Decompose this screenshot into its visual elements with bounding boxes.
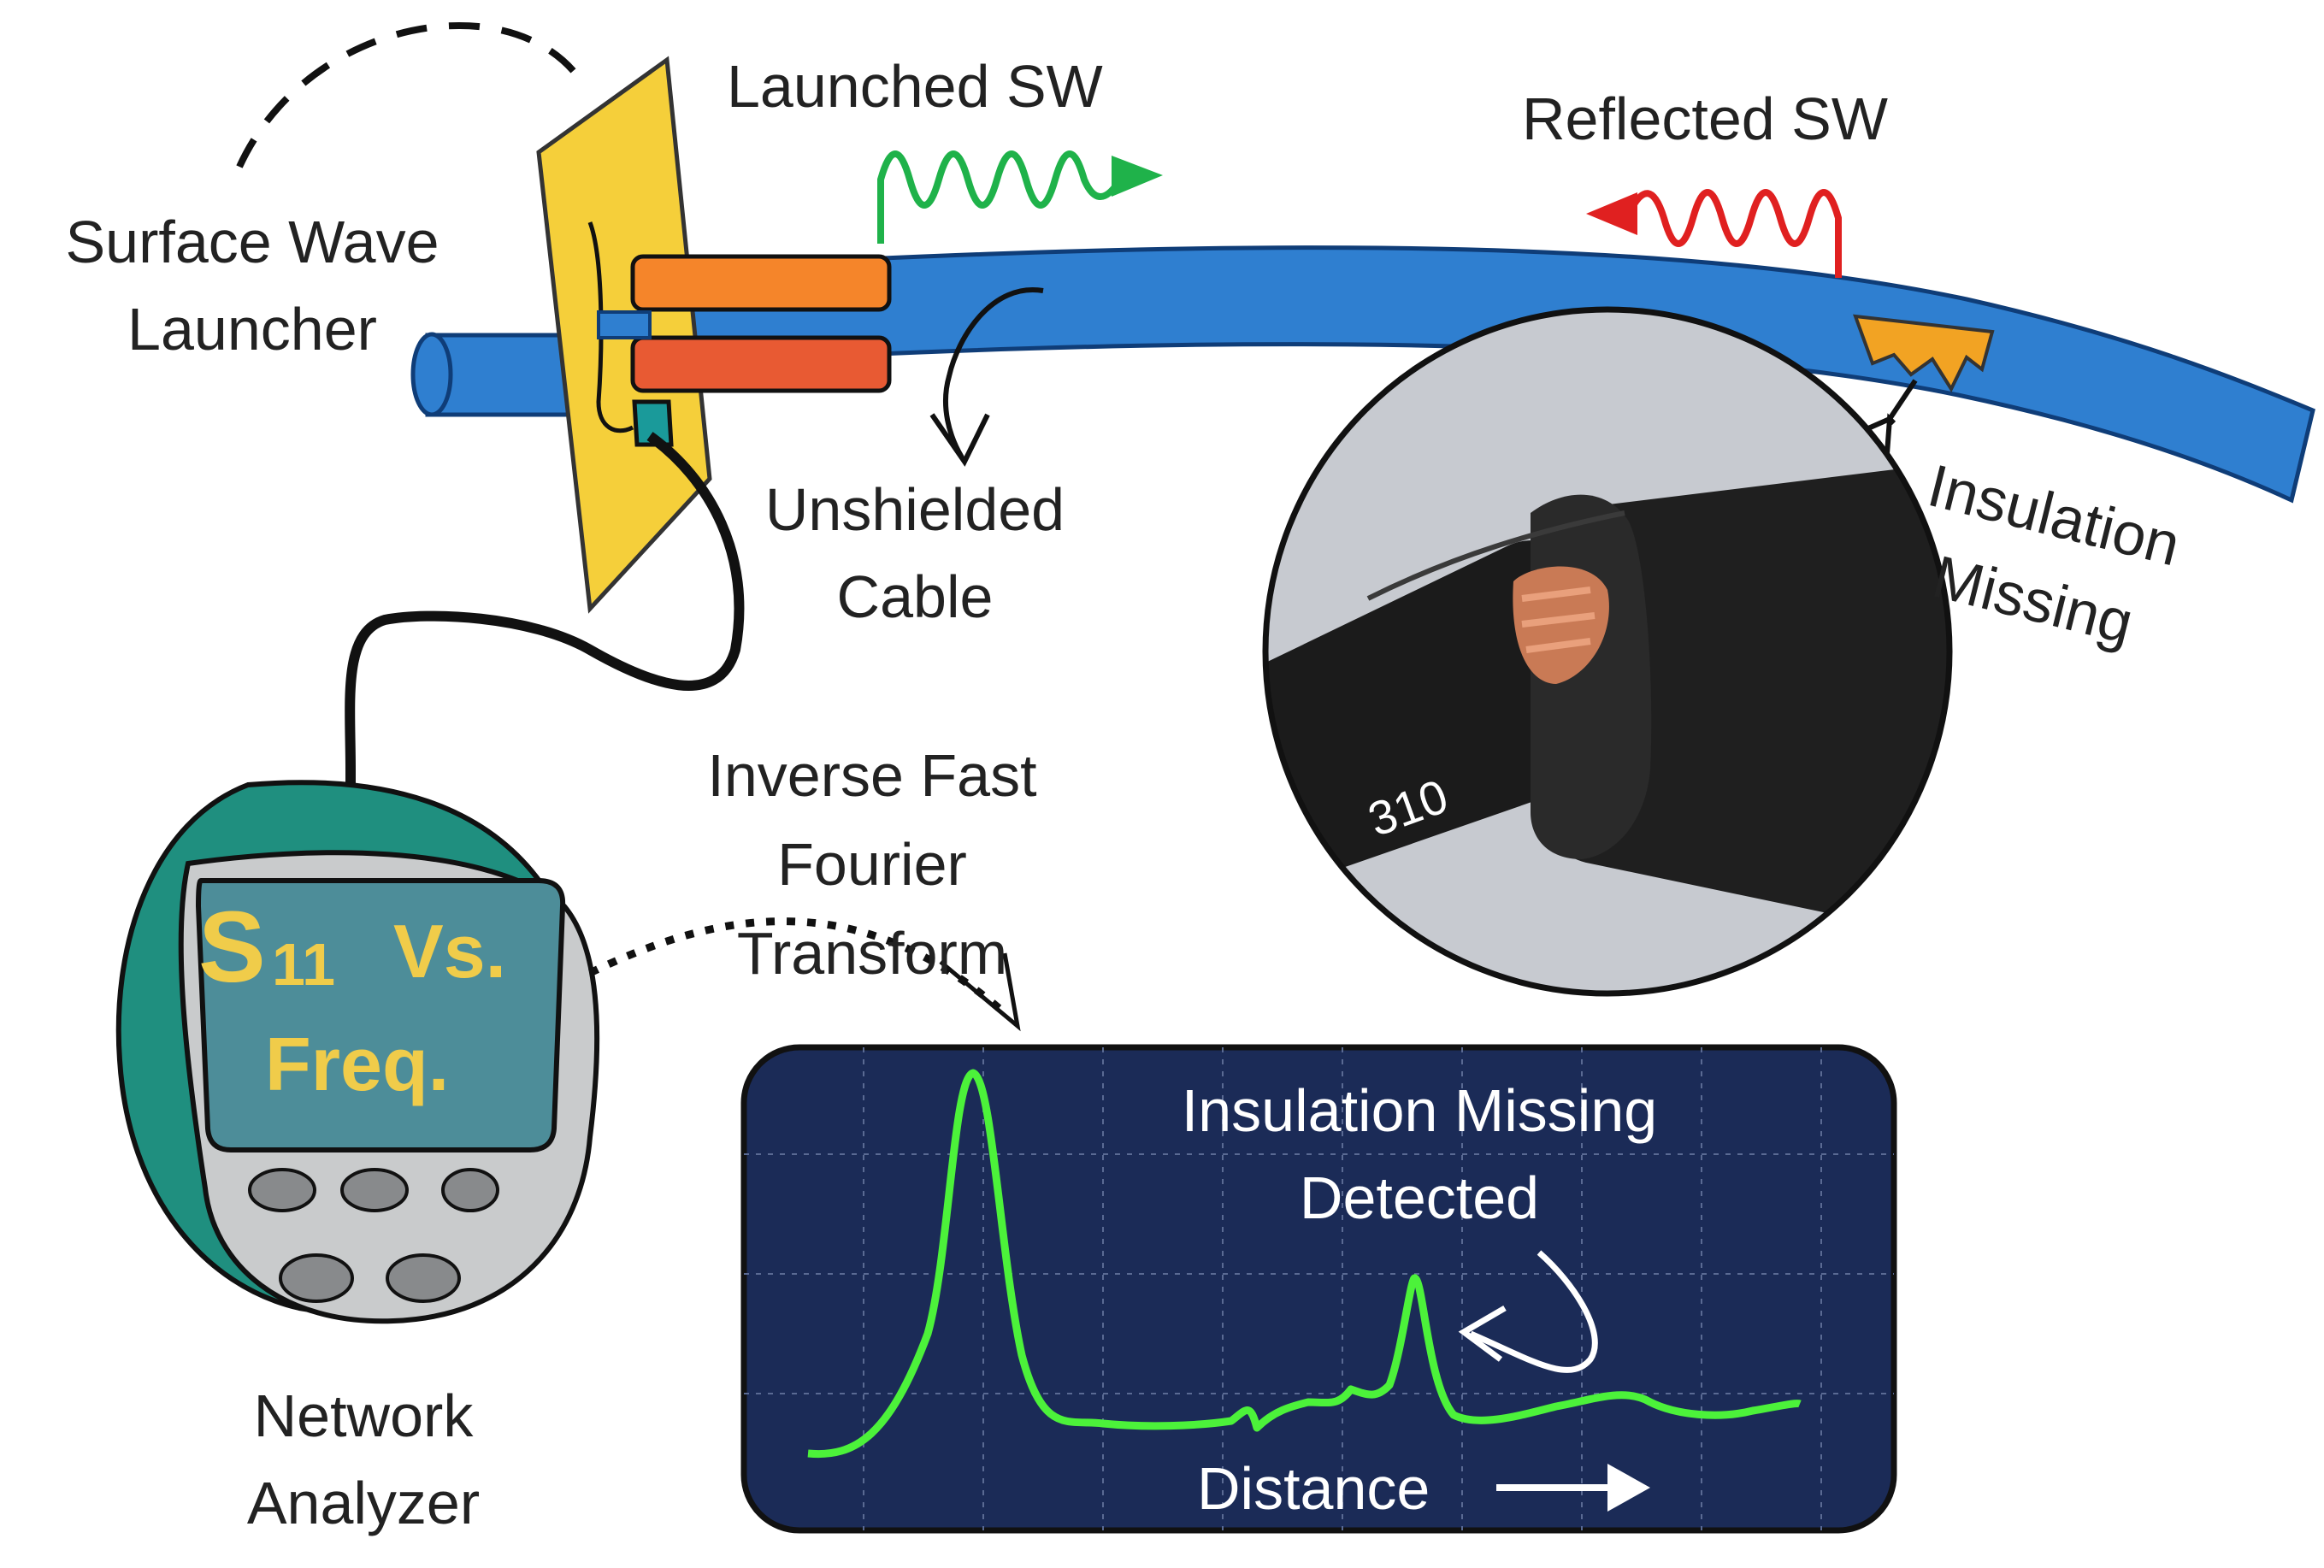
ifft-dotted-arrow: [588, 917, 1007, 1017]
ifft-label-line2: Fourier: [777, 831, 967, 898]
analyzer-label-line1: Network: [253, 1382, 474, 1449]
unshielded-label-line2: Cable: [836, 563, 994, 630]
analyzer-screen: [195, 878, 566, 1152]
plot-grid: [744, 1047, 1894, 1530]
dashed-curve-arrow: [236, 21, 585, 168]
reflected-wave-arrowhead: [1586, 192, 1637, 235]
detected-pointer-arrow: [1469, 1250, 1598, 1373]
reflected-wave: [1625, 189, 1842, 278]
launched-wave: [877, 150, 1124, 244]
reflected-sw-label: Reflected SW: [1522, 85, 1888, 152]
detected-label-line1: Insulation Missing: [1181, 1077, 1658, 1144]
unshielded-cable-label: Unshielded Cable: [727, 466, 1103, 640]
detected-label: Insulation Missing Detected: [1086, 1067, 1753, 1241]
red-conductor: [630, 335, 892, 393]
plot-trace: [807, 1069, 1802, 1459]
orange-conductor: [630, 254, 892, 312]
screen-subscript-11: 11: [272, 931, 335, 998]
screen-freq: Freq.: [265, 1022, 450, 1106]
network-analyzer-device: [115, 769, 600, 1324]
unshielded-label-line1: Unshielded: [764, 476, 1065, 543]
ifft-label-line3: Transform: [736, 920, 1008, 987]
launched-wave-arrowhead: [1112, 156, 1163, 197]
detected-label-line2: Detected: [1299, 1164, 1540, 1231]
ifft-label-line1: Inverse Fast: [707, 742, 1037, 809]
unshielded-pointer-arrow: [942, 286, 1044, 459]
photo-frame: [1262, 306, 1953, 997]
distance-label: Distance: [1197, 1455, 1430, 1522]
cable-body: [613, 245, 2315, 504]
launcher-label: Surface Wave Launcher: [13, 198, 492, 373]
damaged-cable-photo: [1265, 309, 1949, 993]
plot-panel: [740, 1044, 1897, 1534]
screen-vs: Vs.: [393, 909, 507, 993]
cable-end: [410, 332, 453, 417]
cable-damage: [1853, 314, 1995, 393]
network-analyzer-label: Network Analyzer: [171, 1372, 556, 1547]
screen-s-letter: S: [198, 891, 266, 1004]
launcher-label-line2: Launcher: [127, 296, 377, 363]
ifft-label: Inverse Fast Fourier Transform: [650, 731, 1094, 998]
analyzer-cable: [345, 432, 745, 770]
launched-sw-label: Launched SW: [727, 53, 1103, 120]
launcher-label-line1: Surface Wave: [65, 209, 439, 275]
analyzer-label-line2: Analyzer: [246, 1470, 481, 1536]
